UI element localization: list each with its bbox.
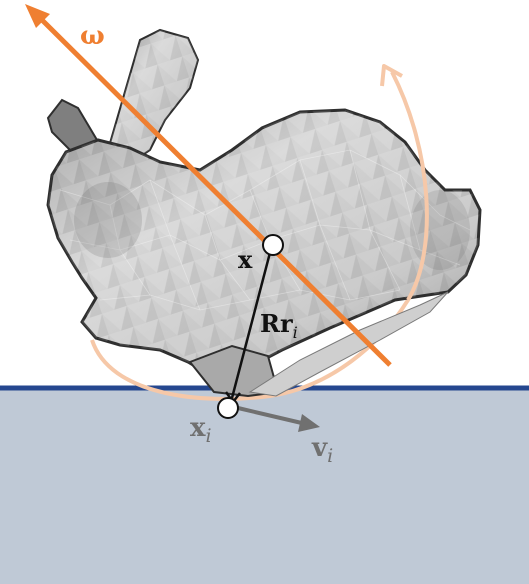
contact-point-label-sub: i <box>206 425 212 447</box>
lever-arm-label: Rri <box>260 309 298 342</box>
contact-point-label: xi <box>190 413 212 447</box>
velocity-vector-head <box>298 414 320 432</box>
lever-arm <box>230 244 274 399</box>
x-label: x <box>238 245 253 274</box>
bunny-rear-foot <box>248 291 449 397</box>
rotation-arrow-head <box>380 64 403 87</box>
velocity-vector <box>237 406 307 426</box>
omega-axis-head <box>25 4 50 28</box>
ground-surface <box>0 388 529 584</box>
center-of-mass-point <box>262 234 284 256</box>
bunny-cheek <box>74 182 142 258</box>
omega-axis <box>36 14 392 367</box>
velocity-label: vi <box>311 433 333 467</box>
lever-arm-label-main: Rr <box>260 309 293 338</box>
omega-label: ω <box>80 21 105 51</box>
contact-point <box>217 397 239 419</box>
bunny-haunch <box>410 190 470 270</box>
velocity-label-sub: i <box>327 445 333 467</box>
contact-point-label-main: x <box>190 413 206 443</box>
lever-arm-label-sub: i <box>293 323 298 342</box>
bunny-icon <box>46 28 482 398</box>
velocity-label-main: v <box>311 433 328 463</box>
rotation-arc-front <box>390 71 429 302</box>
